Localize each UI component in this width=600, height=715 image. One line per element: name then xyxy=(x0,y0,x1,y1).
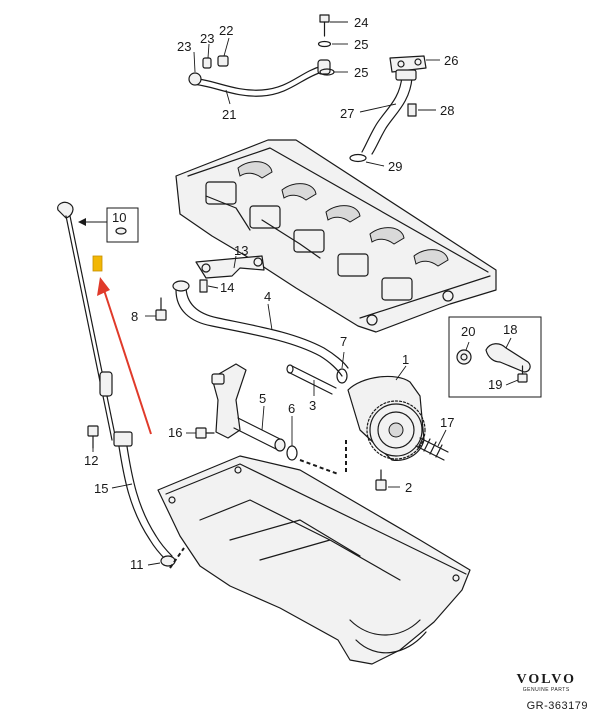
tube-fit-line xyxy=(299,459,339,475)
oil-pump-1 xyxy=(347,375,426,461)
tube-5 xyxy=(233,417,286,452)
bolt-16 xyxy=(195,427,215,439)
callout-11: 11 xyxy=(130,557,144,572)
callout-7: 7 xyxy=(340,334,347,349)
callout-23b: 23 xyxy=(177,39,191,54)
callout-29: 29 xyxy=(388,159,402,174)
callout-24: 24 xyxy=(354,15,368,30)
dipstick-rod xyxy=(65,215,117,441)
gear-shaft-17 xyxy=(415,435,449,461)
seal-11 xyxy=(160,555,176,567)
bolt-14 xyxy=(199,279,208,293)
callout-25a: 25 xyxy=(354,37,368,52)
o-ring-6 xyxy=(286,445,298,461)
callout-22: 22 xyxy=(219,23,233,38)
dipstick-tube-15 xyxy=(113,431,173,561)
bolt-8 xyxy=(155,297,167,321)
oil-pan xyxy=(157,455,471,665)
gasket-26 xyxy=(389,55,427,73)
callout-23a: 23 xyxy=(200,31,214,46)
o-ring-7 xyxy=(336,368,348,384)
callout-5: 5 xyxy=(259,391,266,406)
bolt-2 xyxy=(375,469,387,491)
reference-code: GR-363179 xyxy=(526,700,588,712)
bracket xyxy=(211,363,247,439)
callout-2: 2 xyxy=(405,480,412,495)
brand-name: VOLVO xyxy=(516,672,576,687)
bracket-13 xyxy=(195,255,265,279)
brand-subline: GENUINE PARTS xyxy=(522,687,570,693)
callout-6: 6 xyxy=(288,401,295,416)
callout-8: 8 xyxy=(131,309,138,324)
shaft-3 xyxy=(286,364,337,395)
bolt-24 xyxy=(317,14,332,48)
breather-pipe-27 xyxy=(361,69,417,155)
callout-25b: 25 xyxy=(354,65,368,80)
callout-10-box xyxy=(106,207,139,243)
callout-3: 3 xyxy=(309,398,316,413)
o-ring-29 xyxy=(349,153,367,163)
engine-block xyxy=(175,139,497,333)
callout-15: 15 xyxy=(94,481,108,496)
callout-10: 10 xyxy=(112,210,126,225)
inset-box xyxy=(448,316,542,398)
red-arrow xyxy=(97,277,152,435)
callout-10-arrow xyxy=(78,218,107,226)
leader-lines xyxy=(92,21,519,566)
brand-logo: VOLVO GENUINE PARTS xyxy=(517,672,577,693)
bolt-28 xyxy=(407,103,417,117)
callout-4: 4 xyxy=(264,289,271,304)
callout-26: 26 xyxy=(444,53,458,68)
highlight-marker xyxy=(92,255,103,272)
callout-21: 21 xyxy=(222,107,236,122)
bolt-12 xyxy=(87,425,99,449)
callout-20: 20 xyxy=(461,324,475,339)
callout-18: 18 xyxy=(503,322,517,337)
callout-27: 27 xyxy=(340,106,354,121)
dipstick-handle xyxy=(57,201,74,219)
callout-19: 19 xyxy=(488,377,502,392)
callout-1: 1 xyxy=(402,352,409,367)
suction-pipe-4 xyxy=(172,280,349,377)
callout-14: 14 xyxy=(220,280,234,295)
callout-17: 17 xyxy=(440,415,454,430)
breather-hose-21 xyxy=(188,55,331,97)
callout-28: 28 xyxy=(440,103,454,118)
callout-16: 16 xyxy=(168,425,182,440)
callout-13: 13 xyxy=(234,243,248,258)
callout-12: 12 xyxy=(84,453,98,468)
